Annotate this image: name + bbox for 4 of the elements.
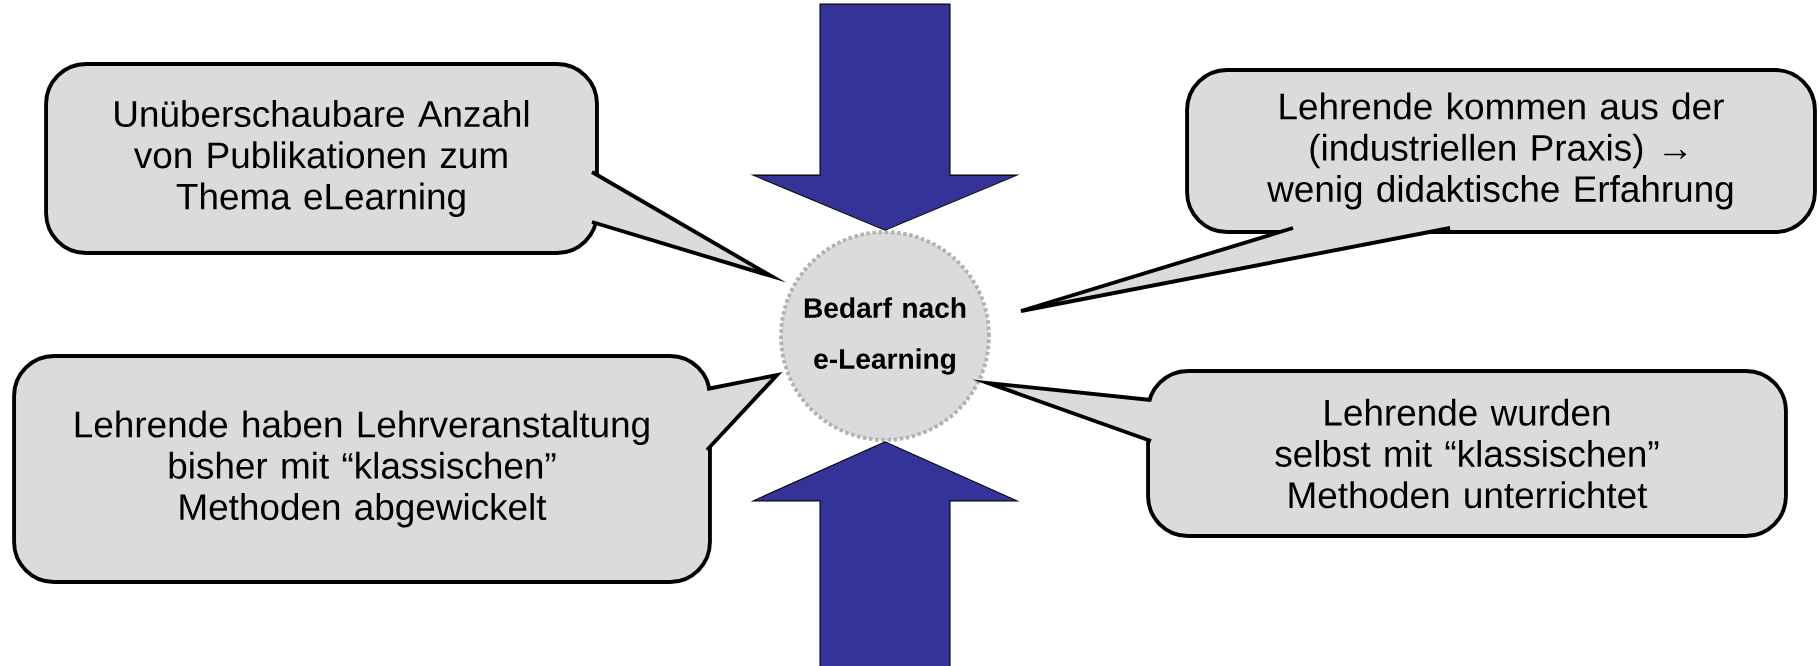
block-arrow — [750, 3, 1020, 231]
speech-bubble: Lehrende kommen aus der (industriellen Praxis) → wenig didaktische Erfahrung — [1019, 68, 1817, 313]
block-arrow — [750, 441, 1020, 666]
speech-bubble: Lehrende haben Lehrveranstaltung bisher mit “klassischen” Methoden abgewickelt — [12, 354, 783, 584]
